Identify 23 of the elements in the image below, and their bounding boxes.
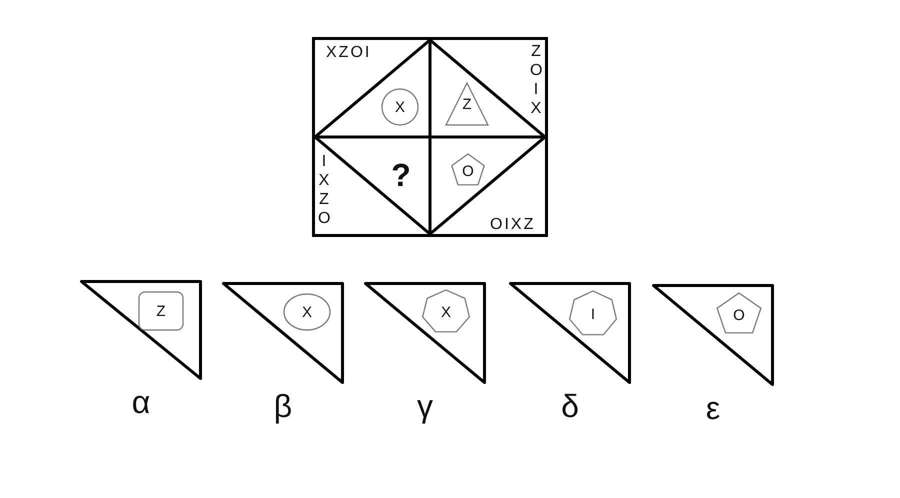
answer-triangle bbox=[222, 282, 344, 384]
puzzle-grid bbox=[312, 37, 548, 237]
answer-triangle bbox=[80, 280, 202, 380]
letter-in-triangle: Z bbox=[446, 83, 488, 125]
option-letter: ε bbox=[704, 390, 722, 426]
question-mark: ? bbox=[383, 153, 419, 197]
option-letter: β bbox=[272, 388, 294, 424]
letter-sequence: XZOI bbox=[326, 44, 372, 62]
option-letter: δ bbox=[560, 388, 580, 424]
letter-in-heptagon: X bbox=[422, 290, 470, 334]
option-letter: γ bbox=[416, 388, 434, 424]
option-letter: α bbox=[130, 384, 152, 420]
letter-sequence: OIXZ bbox=[490, 216, 536, 234]
answer-triangle bbox=[652, 284, 774, 386]
circled-letter: X bbox=[382, 89, 418, 125]
letter-in-heptagon: I bbox=[569, 291, 617, 337]
answer-triangle bbox=[364, 282, 486, 384]
letter-in-pentagon: O bbox=[451, 154, 485, 188]
letter-sequence: ZOIX bbox=[530, 42, 542, 118]
letter-in-ellipse: X bbox=[284, 294, 330, 330]
letter-sequence: IXZO bbox=[318, 152, 330, 228]
answer-triangle bbox=[509, 282, 631, 384]
letter-in-rounded-square: Z bbox=[139, 292, 183, 330]
